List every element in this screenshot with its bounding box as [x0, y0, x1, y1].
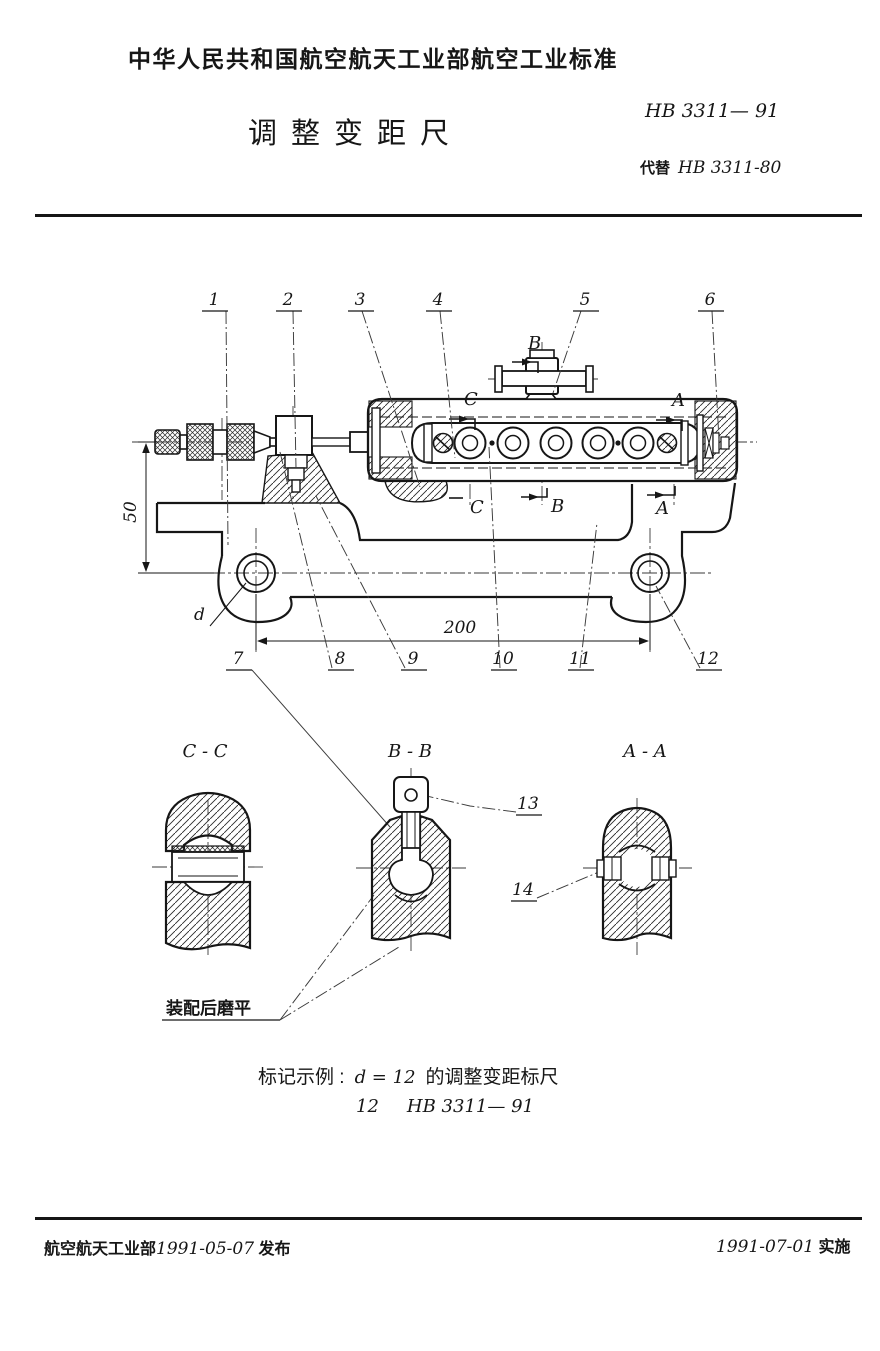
callout-10: 10: [492, 649, 514, 669]
marking-example-line2: 12 HB 3311— 91: [356, 1096, 534, 1117]
footer-issue-date: 1991-05-07: [156, 1239, 255, 1259]
callout-11: 11: [569, 649, 591, 669]
section-view-bb: B - B: [356, 741, 466, 952]
assembly-note: 装配后磨平: [162, 998, 280, 1021]
note-text: 装配后磨平: [165, 998, 251, 1019]
callout-12: 12: [697, 649, 719, 669]
cut-letter-c-top: C: [464, 389, 478, 410]
dim-hole-label: d: [194, 605, 205, 625]
gauge-holes: [432, 426, 678, 460]
section-view-cc: C - C: [152, 741, 264, 955]
supersedes-line: 代替 HB 3311-80: [640, 157, 781, 178]
section-aa-label: A - A: [621, 741, 667, 762]
footer-impl-date: 1991-07-01: [716, 1237, 815, 1257]
callout-leaders: [225, 310, 720, 1021]
cut-letter-c-bottom: C: [470, 497, 484, 518]
cut-letter-a-top: A: [670, 390, 685, 411]
cut-letter-b-top: B: [527, 333, 541, 354]
callout-3: 3: [355, 290, 366, 310]
dimension-50: 50: [121, 441, 214, 574]
designation-size: 12: [356, 1096, 379, 1117]
screws-part14: [596, 856, 677, 881]
cross-handle: [494, 349, 594, 400]
example-value: d = 12: [354, 1067, 416, 1088]
footer-issue: 航空航天工业部1991-05-07 发布: [44, 1235, 291, 1259]
leader-7: [251, 669, 391, 828]
hidden-lines: [380, 416, 730, 469]
standard-number: HB 3311— 91: [645, 100, 780, 122]
cut-letter-b-bottom: B: [550, 496, 564, 517]
top-rule: [35, 214, 862, 217]
callout-8: 8: [335, 649, 346, 669]
footer-issue-label: 发布: [258, 1241, 291, 1258]
standard-header: 中华人民共和国航空航天工业部航空工业标准: [128, 46, 618, 72]
callout-13: 13: [517, 794, 539, 814]
example-suffix: 的调整变距标尺: [425, 1067, 559, 1088]
footer-implementation: 1991-07-01 实施: [716, 1233, 880, 1257]
callout-2: 2: [282, 290, 294, 310]
supersede-number: HB 3311-80: [678, 158, 782, 178]
footer-impl-label: 实施: [818, 1239, 851, 1256]
footer-issuer: 航空航天工业部: [44, 1241, 157, 1258]
supersede-label: 代替: [640, 160, 671, 177]
callout-9: 9: [408, 649, 419, 669]
section-view-aa: A - A: [583, 741, 692, 955]
dimension-200: 200: [255, 594, 651, 650]
designation-std: HB 3311— 91: [406, 1096, 534, 1117]
callout-14: 14: [512, 880, 534, 900]
section-cc-label: C - C: [182, 741, 227, 762]
cut-letter-a-bottom: A: [654, 498, 669, 519]
dim-span-value: 200: [443, 618, 477, 638]
ruler-body: [366, 397, 739, 483]
callout-6: 6: [705, 290, 716, 310]
callout-1: 1: [209, 290, 220, 310]
callout-numbers: 1 2 3 4 5 6 7 8 9 10 11 12 13 14: [202, 290, 724, 902]
callout-7: 7: [233, 649, 244, 669]
bottom-rule: [35, 1217, 862, 1220]
micrometer-head: [154, 423, 279, 461]
clamp-plate: [371, 407, 381, 474]
callout-4: 4: [432, 290, 444, 310]
spindle-block: [275, 415, 421, 493]
dimension-d: d: [194, 582, 247, 627]
dim-height-value: 50: [121, 501, 141, 523]
example-label: 标记示例 :: [258, 1067, 345, 1088]
page-title: 调整变距尺: [248, 118, 464, 150]
marking-example-line1: 标记示例 : d = 12 的调整变距标尺: [258, 1062, 559, 1089]
spring-end-cap: [680, 414, 730, 472]
section-cut-marks: [449, 358, 683, 501]
section-bb-label: B - B: [387, 741, 432, 762]
callout-5: 5: [580, 290, 591, 310]
